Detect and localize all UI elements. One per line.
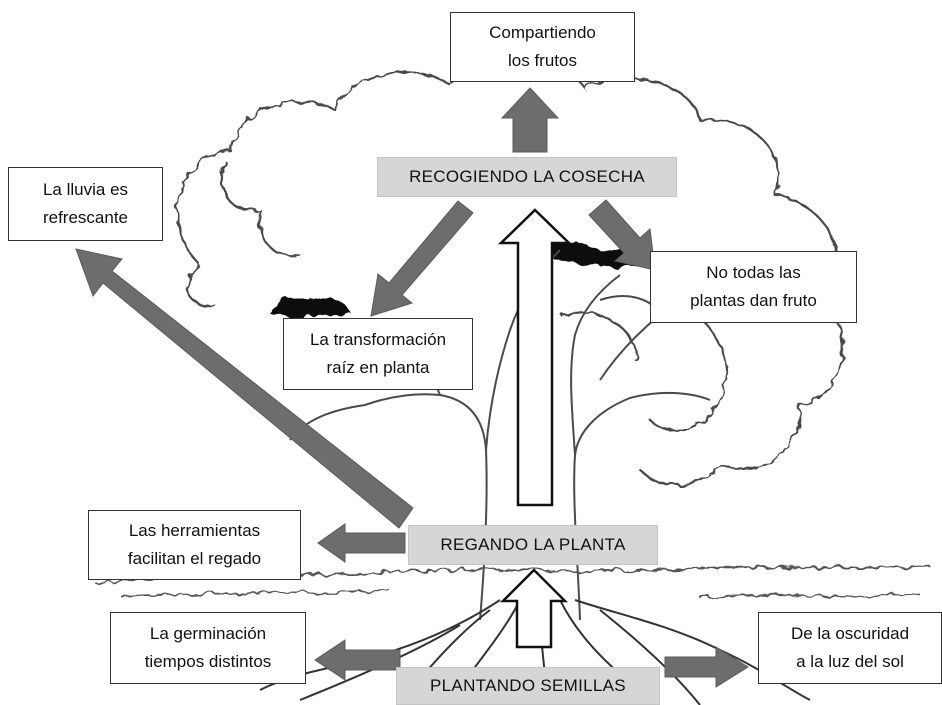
note-tools: Las herramientas facilitan el regado: [88, 510, 301, 580]
stage-harvest-label: RECOGIENDO LA COSECHA: [409, 167, 645, 186]
note-germination-text: La germinación tiempos distintos: [144, 623, 272, 671]
note-rain-text: La lluvia es refrescante: [42, 179, 129, 227]
arrow-watering-up: [499, 568, 569, 649]
note-transformation: La transformación raíz en planta: [283, 318, 473, 390]
arrow-to-rain: [75, 248, 414, 529]
arrow-to-sharing: [500, 87, 560, 153]
arrow-to-darkness: [664, 646, 749, 688]
arrow-to-no-fruit: [588, 199, 656, 271]
stage-planting: PLANTANDO SEMILLAS: [396, 667, 660, 705]
stage-watering-label: REGANDO LA PLANTA: [440, 535, 626, 554]
note-sharing: Compartiendo los frutos: [450, 12, 635, 82]
growth-arrows: [497, 208, 573, 649]
note-transformation-text: La transformación raíz en planta: [309, 329, 447, 377]
note-darkness: De la oscuridad a la luz del sol: [758, 612, 942, 684]
arrow-harvest-up: [497, 208, 573, 507]
arrow-to-transformation: [370, 200, 474, 317]
note-no-fruit: No todas las plantas dan fruto: [650, 251, 857, 323]
note-no-fruit-text: No todas las plantas dan fruto: [690, 262, 817, 310]
note-rain: La lluvia es refrescante: [8, 167, 163, 241]
note-darkness-text: De la oscuridad a la luz del sol: [790, 623, 910, 671]
stage-planting-label: PLANTANDO SEMILLAS: [430, 676, 626, 695]
arrows: [75, 87, 749, 688]
note-germination: La germinación tiempos distintos: [110, 612, 306, 684]
stage-watering: REGANDO LA PLANTA: [408, 525, 658, 565]
stage-harvest: RECOGIENDO LA COSECHA: [377, 157, 677, 197]
foliage-shadows: [268, 242, 650, 318]
arrow-to-germination: [314, 639, 401, 681]
note-tools-text: Las herramientas facilitan el regado: [127, 520, 262, 568]
arrow-to-tools: [317, 523, 406, 563]
note-sharing-text: Compartiendo los frutos: [489, 22, 596, 70]
